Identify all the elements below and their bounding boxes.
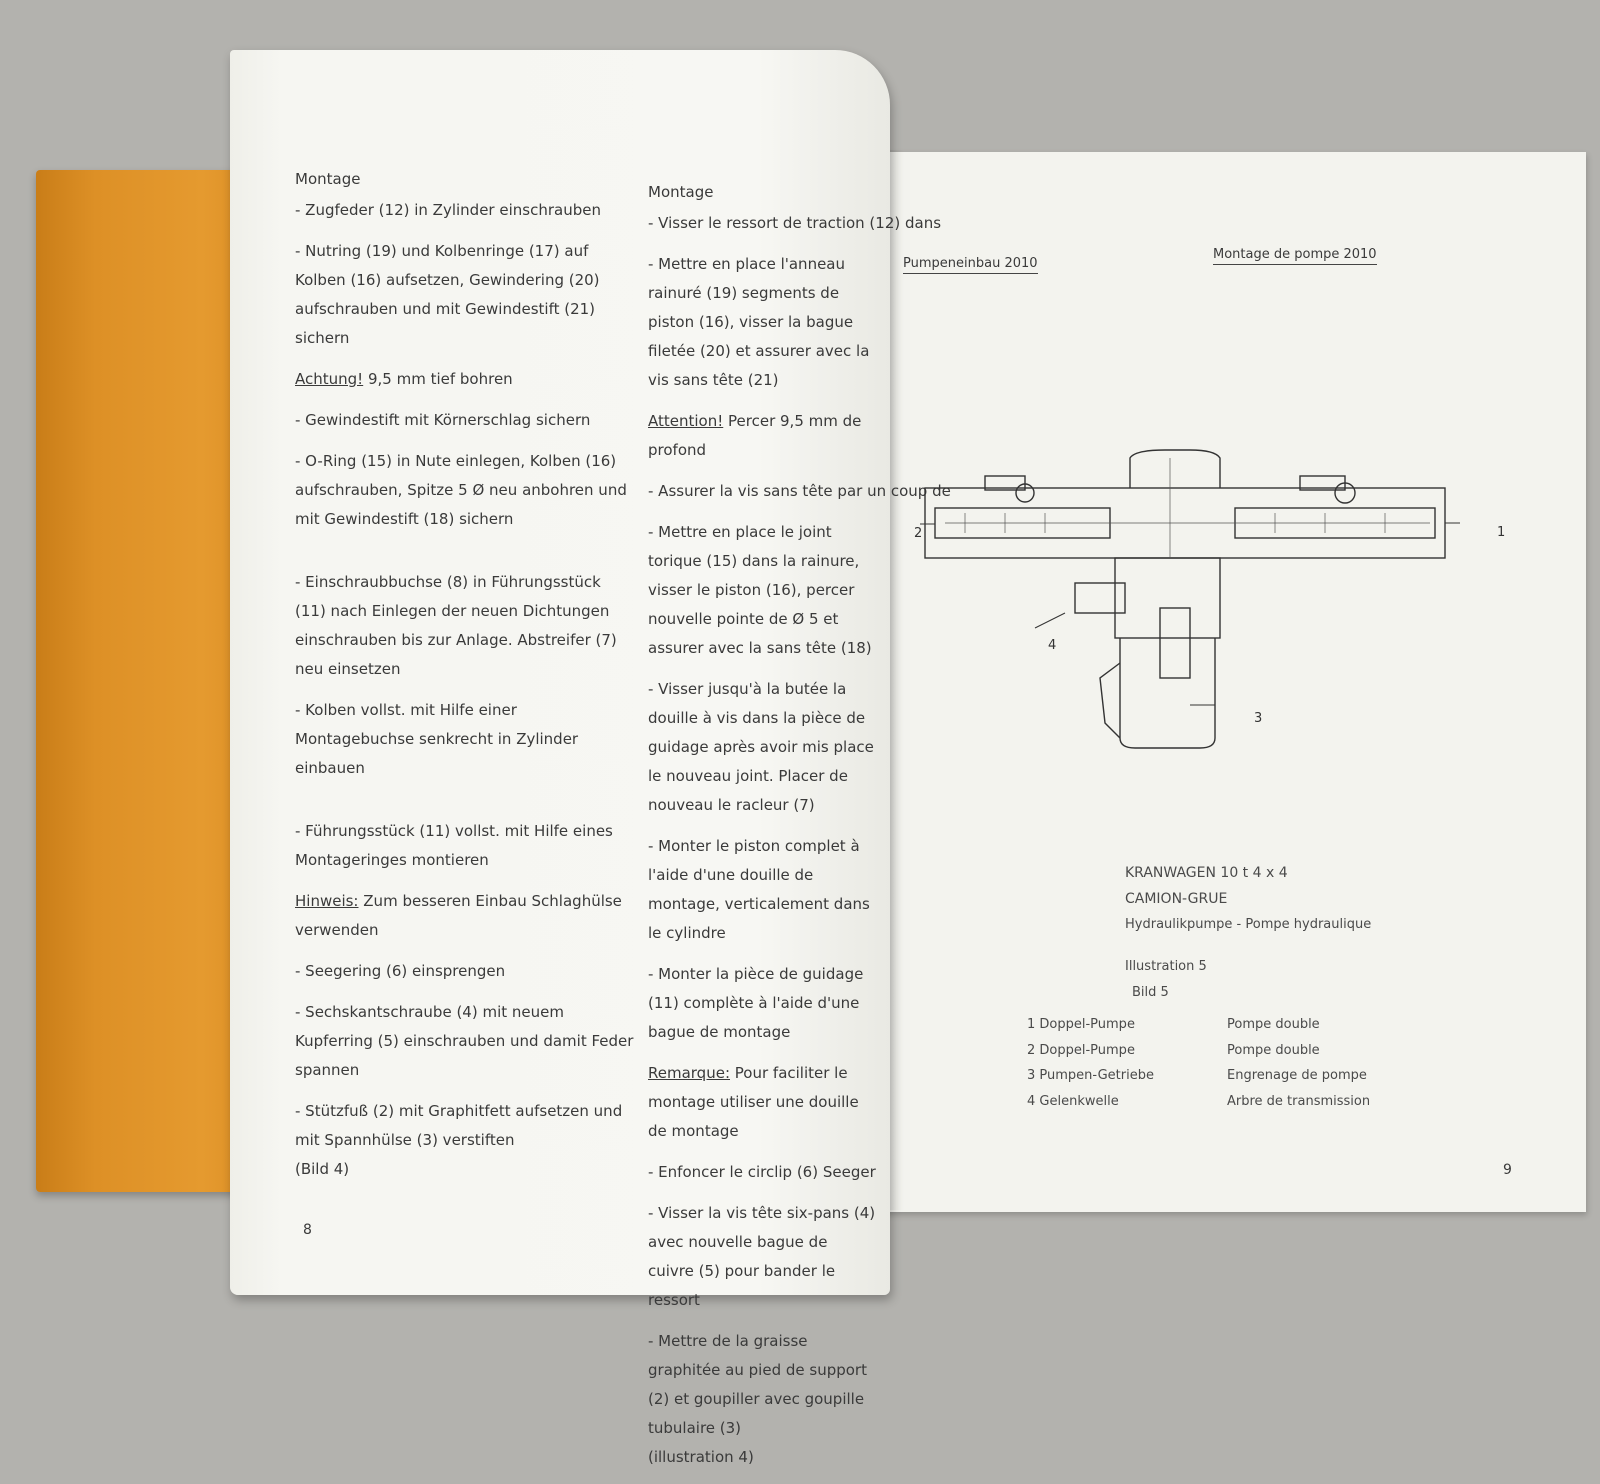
german-item-2: - Nutring (19) und Kolbenringe (17) auf … [295,242,600,347]
header-german: Pumpeneinbau 2010 [903,256,1038,274]
french-remark-label: Remarque: [648,1064,730,1082]
french-item-10: - Mettre de la graisse graphitée au pied… [648,1332,867,1437]
french-instructions: Montage - Visser le ressort de traction … [648,178,951,1484]
german-attention: Achtung! 9,5 mm tief bohren [295,365,635,394]
german-hint: Hinweis: Zum besseren Einbau Schlaghülse… [295,887,635,945]
header-french: Montage de pompe 2010 [1213,247,1377,265]
hydraulic-pump-drawing [920,449,1460,749]
german-item-8: - Seegering (6) einsprengen [295,962,506,980]
caption-bild: Bild 5 [1132,985,1169,1000]
caption-description: Hydraulikpumpe - Pompe hydraulique [1125,917,1372,932]
french-item-4: - Mettre en place le joint torique (15) … [648,523,872,657]
french-attention-label: Attention! [648,412,724,430]
page-number-right: 9 [1503,1162,1512,1178]
french-item-7: - Monter la pièce de guidage (11) complè… [648,965,864,1041]
german-item-5: - Einschraubbuchse (8) in Führungsstück … [295,573,617,678]
french-item-1: - Visser le ressort de traction (12) dan… [648,214,942,232]
callout-4: 4 [1048,638,1057,653]
german-item-4: - O-Ring (15) in Nute einlegen, Kolben (… [295,452,627,528]
german-hint-label: Hinweis: [295,892,359,910]
german-hint-text: Zum besseren Einbau Schlaghülse verwende… [295,892,622,939]
german-instructions: Montage - Zugfeder (12) in Zylinder eins… [295,165,635,1196]
french-item-9: - Visser la vis tête six-pans (4) avec n… [648,1204,876,1309]
french-remark: Remarque: Pour faciliter le montage util… [648,1059,876,1146]
german-item-3: - Gewindestift mit Körnerschlag sichern [295,411,591,429]
callout-3: 3 [1254,711,1263,726]
german-figure-ref: (Bild 4) [295,1160,350,1178]
german-heading: Montage [295,170,361,188]
french-remark-text: Pour faciliter le montage utiliser une d… [648,1064,859,1140]
french-item-2: - Mettre en place l'anneau rainuré (19) … [648,255,870,389]
french-attention-text: Percer 9,5 mm de profond [648,412,862,459]
french-figure-ref: (illustration 4) [648,1448,754,1466]
callout-2: 2 [914,526,923,541]
french-item-6: - Monter le piston complet à l'aide d'un… [648,837,870,942]
callout-1: 1 [1497,525,1506,540]
right-page [820,152,1586,1212]
german-item-1: - Zugfeder (12) in Zylinder einschrauben [295,201,601,219]
left-page [230,50,890,1295]
german-attention-text: 9,5 mm tief bohren [367,370,513,388]
german-item-6: - Kolben vollst. mit Hilfe einer Montage… [295,701,579,777]
german-item-7: - Führungsstück (11) vollst. mit Hilfe e… [295,822,613,869]
german-attention-label: Achtung! [295,370,364,388]
french-item-5: - Visser jusqu'à la butée la douille à v… [648,680,874,814]
german-item-9: - Sechskantschraube (4) mit neuem Kupfer… [295,1003,634,1079]
french-heading: Montage [648,183,714,201]
french-item-8: - Enfoncer le circlip (6) Seeger [648,1163,876,1181]
page-number-left: 8 [303,1222,312,1238]
french-item-3: - Assurer la vis sans tête par un coup d… [648,482,951,500]
caption-subtitle: CAMION-GRUE [1125,891,1228,907]
caption-title: KRANWAGEN 10 t 4 x 4 [1125,865,1288,881]
figure-caption: KRANWAGEN 10 t 4 x 4 CAMION-GRUE Hydraul… [1125,860,1371,1006]
german-item-10: - Stützfuß (2) mit Graphitfett aufsetzen… [295,1102,623,1149]
french-attention: Attention! Percer 9,5 mm de profond [648,407,876,465]
caption-illustration: Illustration 5 [1125,959,1207,974]
